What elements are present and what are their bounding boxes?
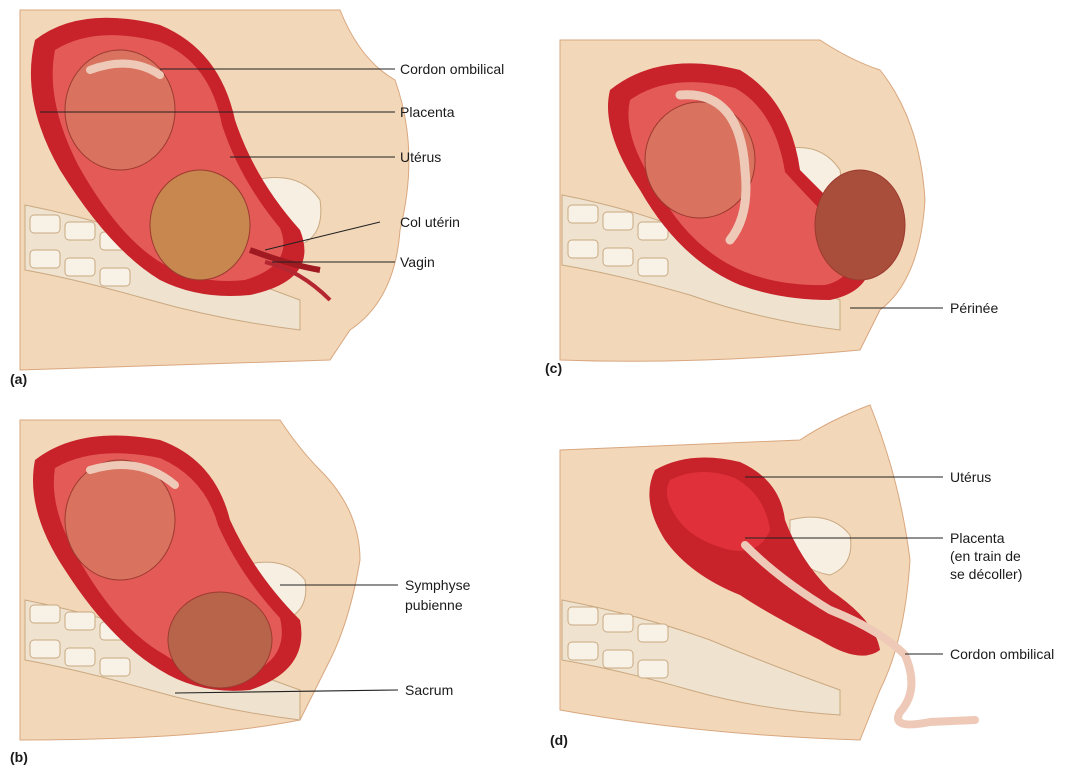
label-c-perinee: Périnée [950,300,998,316]
label-d-en-train-de: (en train de [950,548,1021,564]
label-b-symphyse: Symphyse [405,577,471,593]
label-d-uterus: Utérus [950,469,991,485]
label-a-vagin: Vagin [400,254,435,270]
label-a-placenta: Placenta [400,104,455,120]
label-a-cordon: Cordon ombilical [400,61,504,77]
panel-d: Utérus Placenta (en train de se décoller… [550,405,1054,748]
label-b-sacrum: Sacrum [405,682,453,698]
panel-a: Cordon ombilical Placenta Utérus Col uté… [10,10,504,387]
panel-tag-c: (c) [545,360,562,376]
label-b-pubienne: pubienne [405,597,463,613]
label-a-uterus: Utérus [400,149,441,165]
panel-c: Périnée (c) [545,40,998,376]
label-a-col-uterin: Col utérin [400,214,460,230]
panel-tag-d: (d) [550,732,568,748]
panel-tag-a: (a) [10,371,27,387]
panel-tag-b: (b) [10,749,28,765]
label-d-placenta: Placenta [950,530,1005,546]
label-d-cordon: Cordon ombilical [950,646,1054,662]
label-d-se-decoller: se décoller) [950,566,1022,582]
panel-b: Symphyse pubienne Sacrum (b) [10,420,471,765]
